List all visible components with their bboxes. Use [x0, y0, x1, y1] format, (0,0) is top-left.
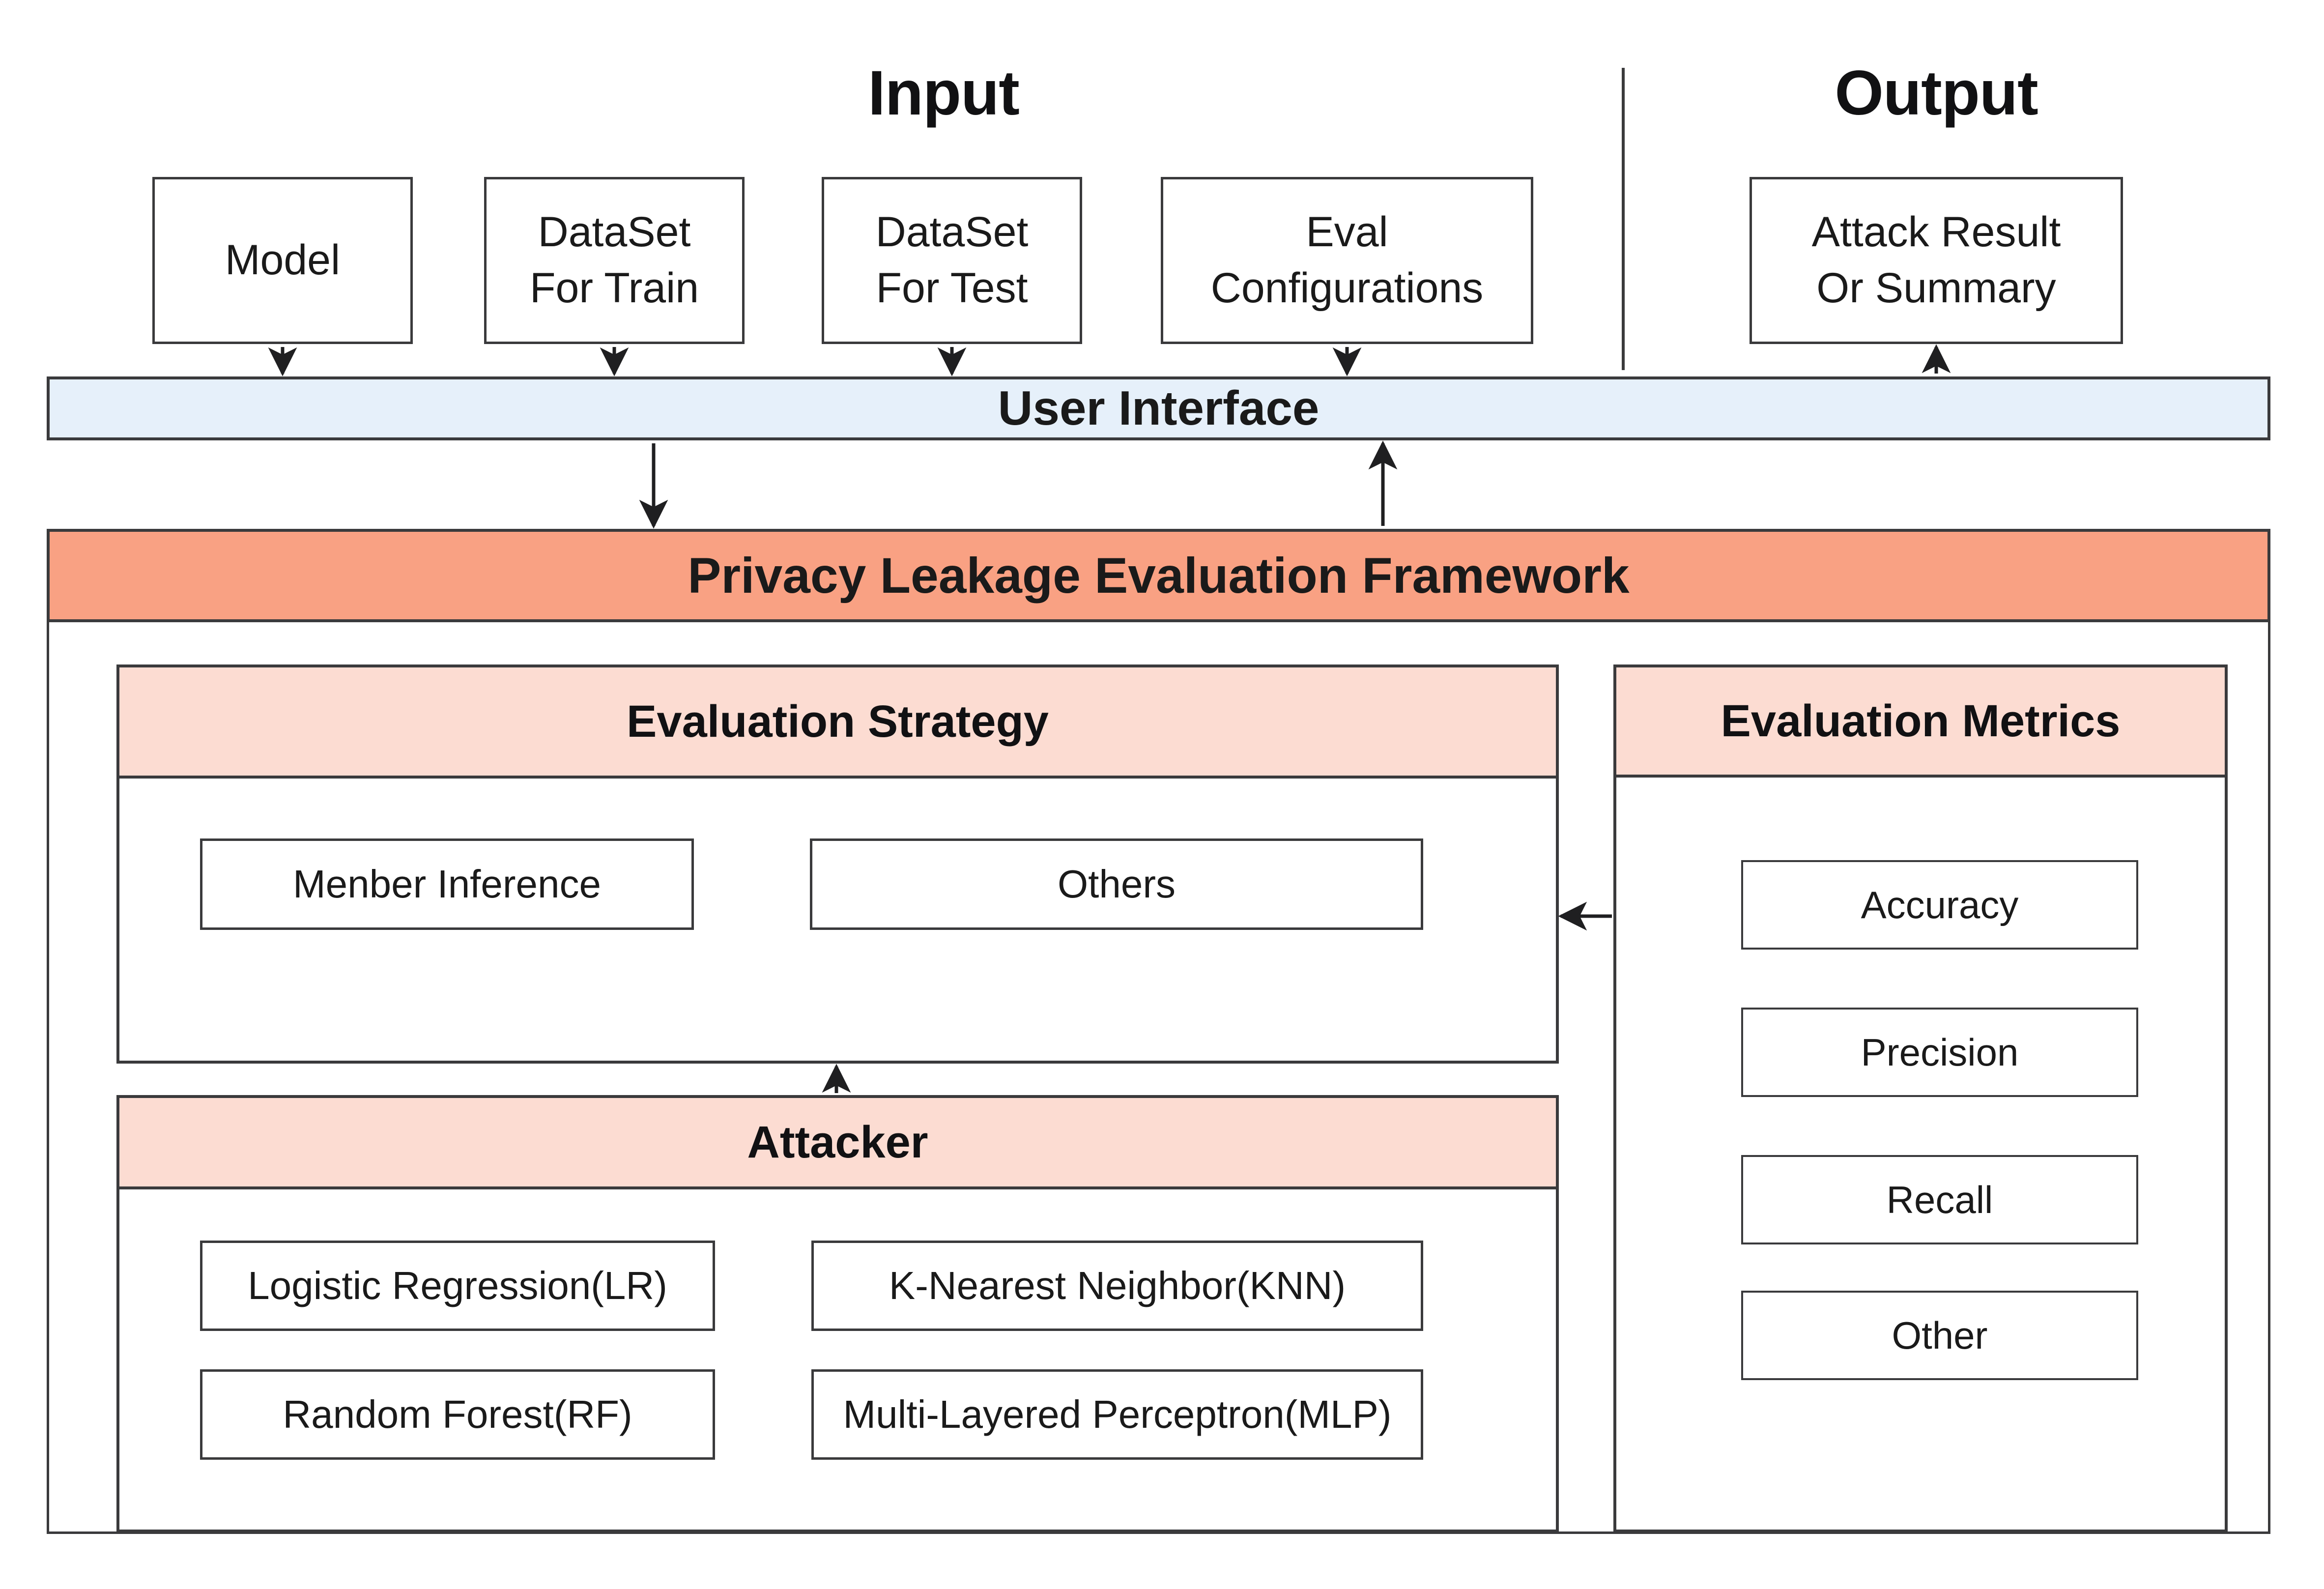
metric-chip-recall[interactable]: Recall: [1741, 1155, 2138, 1244]
attacker-panel: Attacker Logistic Regression(LR) K-Neare…: [116, 1095, 1559, 1532]
attacker-chip-multi-layered-perceptron[interactable]: Multi-Layered Perceptron(MLP): [811, 1369, 1423, 1460]
input-box-dataset-for-test-line1: DataSet: [875, 208, 1029, 256]
input-box-eval-configurations-line1: Eval: [1306, 208, 1388, 256]
attacker-title: Attacker: [119, 1098, 1556, 1189]
input-box-dataset-for-train-line2: For Train: [529, 264, 699, 312]
attacker-chip-k-nearest-neighbor[interactable]: K-Nearest Neighbor(KNN): [811, 1241, 1423, 1331]
evaluation-strategy-title: Evaluation Strategy: [119, 667, 1556, 779]
input-box-model-line1: Model: [225, 236, 341, 284]
output-section-title: Output: [1835, 58, 2038, 128]
input-box-model[interactable]: Model: [152, 177, 413, 344]
input-box-dataset-for-train[interactable]: DataSet For Train: [484, 177, 745, 344]
input-box-dataset-for-test[interactable]: DataSet For Test: [822, 177, 1082, 344]
output-box-attack-result-line1: Attack Result: [1811, 208, 2061, 256]
metric-chip-other[interactable]: Other: [1741, 1291, 2138, 1380]
user-interface-bar[interactable]: User Interface: [47, 376, 2270, 440]
input-box-dataset-for-test-line2: For Test: [876, 264, 1028, 312]
output-box-attack-result-or-summary[interactable]: Attack Result Or Summary: [1750, 177, 2123, 344]
attacker-chip-random-forest[interactable]: Random Forest(RF): [200, 1369, 715, 1460]
attacker-chip-logistic-regression[interactable]: Logistic Regression(LR): [200, 1241, 715, 1331]
input-output-divider: [1622, 68, 1625, 370]
strategy-chip-others[interactable]: Others: [810, 838, 1423, 930]
input-box-dataset-for-train-line1: DataSet: [538, 208, 691, 256]
metric-chip-accuracy[interactable]: Accuracy: [1741, 860, 2138, 950]
strategy-chip-menber-inference[interactable]: Menber Inference: [200, 838, 694, 930]
framework-header-bar: Privacy Leakage Evaluation Framework: [47, 529, 2270, 622]
input-section-title: Input: [868, 58, 1020, 128]
input-box-eval-configurations-line2: Configurations: [1210, 264, 1484, 312]
metric-chip-precision[interactable]: Precision: [1741, 1008, 2138, 1097]
output-box-attack-result-line2: Or Summary: [1816, 264, 2056, 312]
evaluation-metrics-title: Evaluation Metrics: [1616, 667, 2225, 778]
evaluation-metrics-panel: Evaluation Metrics Accuracy Precision Re…: [1613, 664, 2228, 1532]
input-box-eval-configurations[interactable]: Eval Configurations: [1161, 177, 1533, 344]
evaluation-strategy-panel: Evaluation Strategy Menber Inference Oth…: [116, 664, 1559, 1064]
